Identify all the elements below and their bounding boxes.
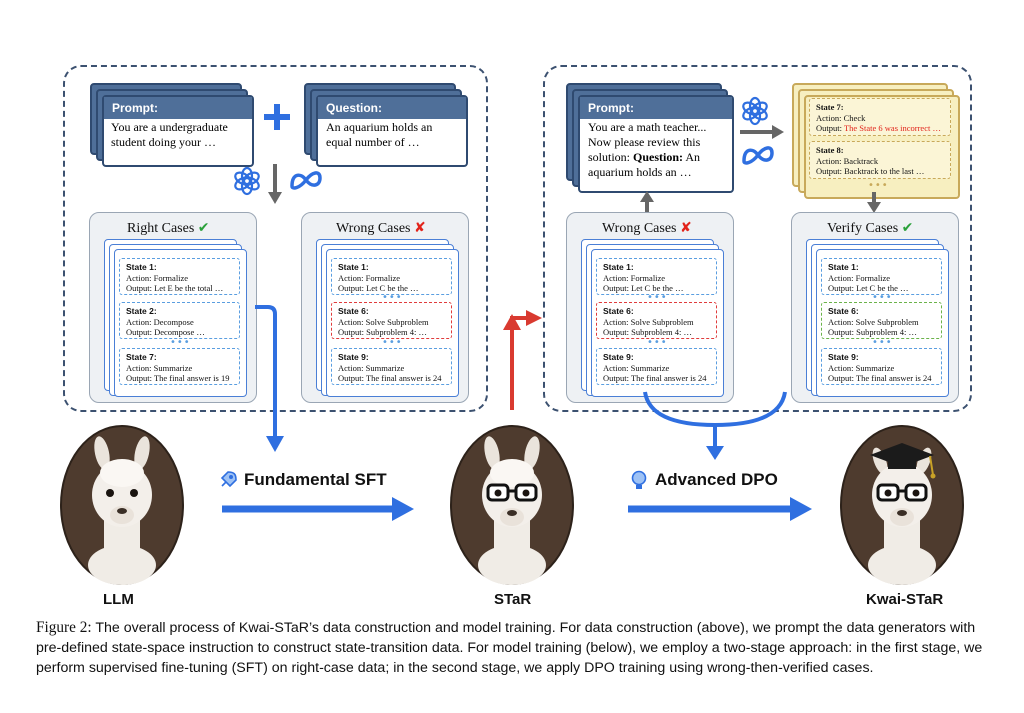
ellipsis-icon: ••• xyxy=(647,292,668,303)
cross-icon: ✘ xyxy=(679,220,692,236)
star-alpaca-avatar xyxy=(450,425,574,590)
prompt-card-stack: Prompt: xyxy=(90,83,254,167)
verify-state-8: State 8: Action: Backtrack Output: Backt… xyxy=(809,141,951,179)
right-arrow-icon xyxy=(740,125,786,144)
right-state-1: State 1: Action: Formalize Output: Let E… xyxy=(119,258,240,295)
ellipsis-icon: ••• xyxy=(872,292,893,303)
openai-icon xyxy=(232,166,262,201)
question-card-title: Question: xyxy=(326,101,382,115)
wrong-state-6-right: State 6: Action: Solve Subproblem Output… xyxy=(596,302,717,339)
wrong-state-9-right: State 9: Action: Summarize Output: The f… xyxy=(596,348,717,385)
ellipsis-icon: ••• xyxy=(647,337,668,348)
plus-icon xyxy=(262,102,292,132)
llm-label: LLM xyxy=(103,591,134,608)
ellipsis-icon: ••• xyxy=(868,180,889,191)
meta-icon xyxy=(288,168,324,197)
right-state-7: State 7: Action: Summarize Output: The f… xyxy=(119,348,240,385)
wrong-cases-title-right: Wrong Cases ✘ xyxy=(602,220,692,236)
down-arrow-icon xyxy=(268,164,282,211)
figure-caption: Figure 2: The overall process of Kwai-ST… xyxy=(36,618,992,678)
llm-alpaca-avatar xyxy=(60,425,184,590)
lightbulb-icon xyxy=(630,470,648,497)
kwai-star-label: Kwai-STaR xyxy=(866,591,944,608)
star-label: STaR xyxy=(494,591,532,608)
rocket-icon xyxy=(218,470,238,495)
question-card-stack: Question: xyxy=(304,83,468,167)
ellipsis-icon: ••• xyxy=(170,337,191,348)
ellipsis-icon: ••• xyxy=(872,337,893,348)
verify-state-7: State 7: Action: Check Output: The State… xyxy=(809,98,951,136)
verify-case-state-6: State 6: Action: Solve Subproblem Output… xyxy=(821,302,942,339)
caption-text: The overall process of Kwai-STaR’s data … xyxy=(36,620,983,676)
right-state-2: State 2: Action: Decompose Output: Decom… xyxy=(119,302,240,339)
cross-icon: ✘ xyxy=(413,220,426,236)
wrong-state-6-left: State 6: Action: Solve Subproblem Output… xyxy=(331,302,452,339)
question-card-body: An aquarium holds an equal number of … xyxy=(326,120,433,149)
meta-icon xyxy=(740,143,776,172)
right-cases-title: Right Cases ✔ xyxy=(127,220,210,236)
flow-arrows xyxy=(222,305,812,521)
kwai-star-alpaca-avatar xyxy=(840,425,964,590)
review-prompt-body: You are a math teacher... Now please rev… xyxy=(588,120,707,179)
verify-cases-title: Verify Cases ✔ xyxy=(827,220,914,236)
prompt-card-body: You are a undergraduate student doing yo… xyxy=(111,120,228,149)
up-arrow-icon xyxy=(640,190,654,219)
dpo-label: Advanced DPO xyxy=(655,470,778,489)
sft-label: Fundamental SFT xyxy=(244,470,387,489)
check-icon: ✔ xyxy=(901,220,914,236)
review-prompt-title: Prompt: xyxy=(588,101,634,115)
verify-case-state-9: State 9: Action: Summarize Output: The f… xyxy=(821,348,942,385)
review-prompt-card-stack: Prompt: xyxy=(566,83,734,193)
wrong-cases-title-left: Wrong Cases ✘ xyxy=(336,220,426,236)
ellipsis-icon: ••• xyxy=(382,337,403,348)
openai-icon xyxy=(740,96,770,131)
data-construction-right-panel xyxy=(543,65,972,412)
caption-lead: Figure 2: xyxy=(36,619,92,636)
check-icon: ✔ xyxy=(197,220,210,236)
ellipsis-icon: ••• xyxy=(382,292,403,303)
verify-case-state-1: State 1: Action: Formalize Output: Let C… xyxy=(821,258,942,295)
down-arrow-icon xyxy=(867,192,881,219)
wrong-state-9-left: State 9: Action: Summarize Output: The f… xyxy=(331,348,452,385)
wrong-state-1-right: State 1: Action: Formalize Output: Let C… xyxy=(596,258,717,295)
prompt-card-title: Prompt: xyxy=(112,101,158,115)
wrong-state-1-left: State 1: Action: Formalize Output: Let C… xyxy=(331,258,452,295)
